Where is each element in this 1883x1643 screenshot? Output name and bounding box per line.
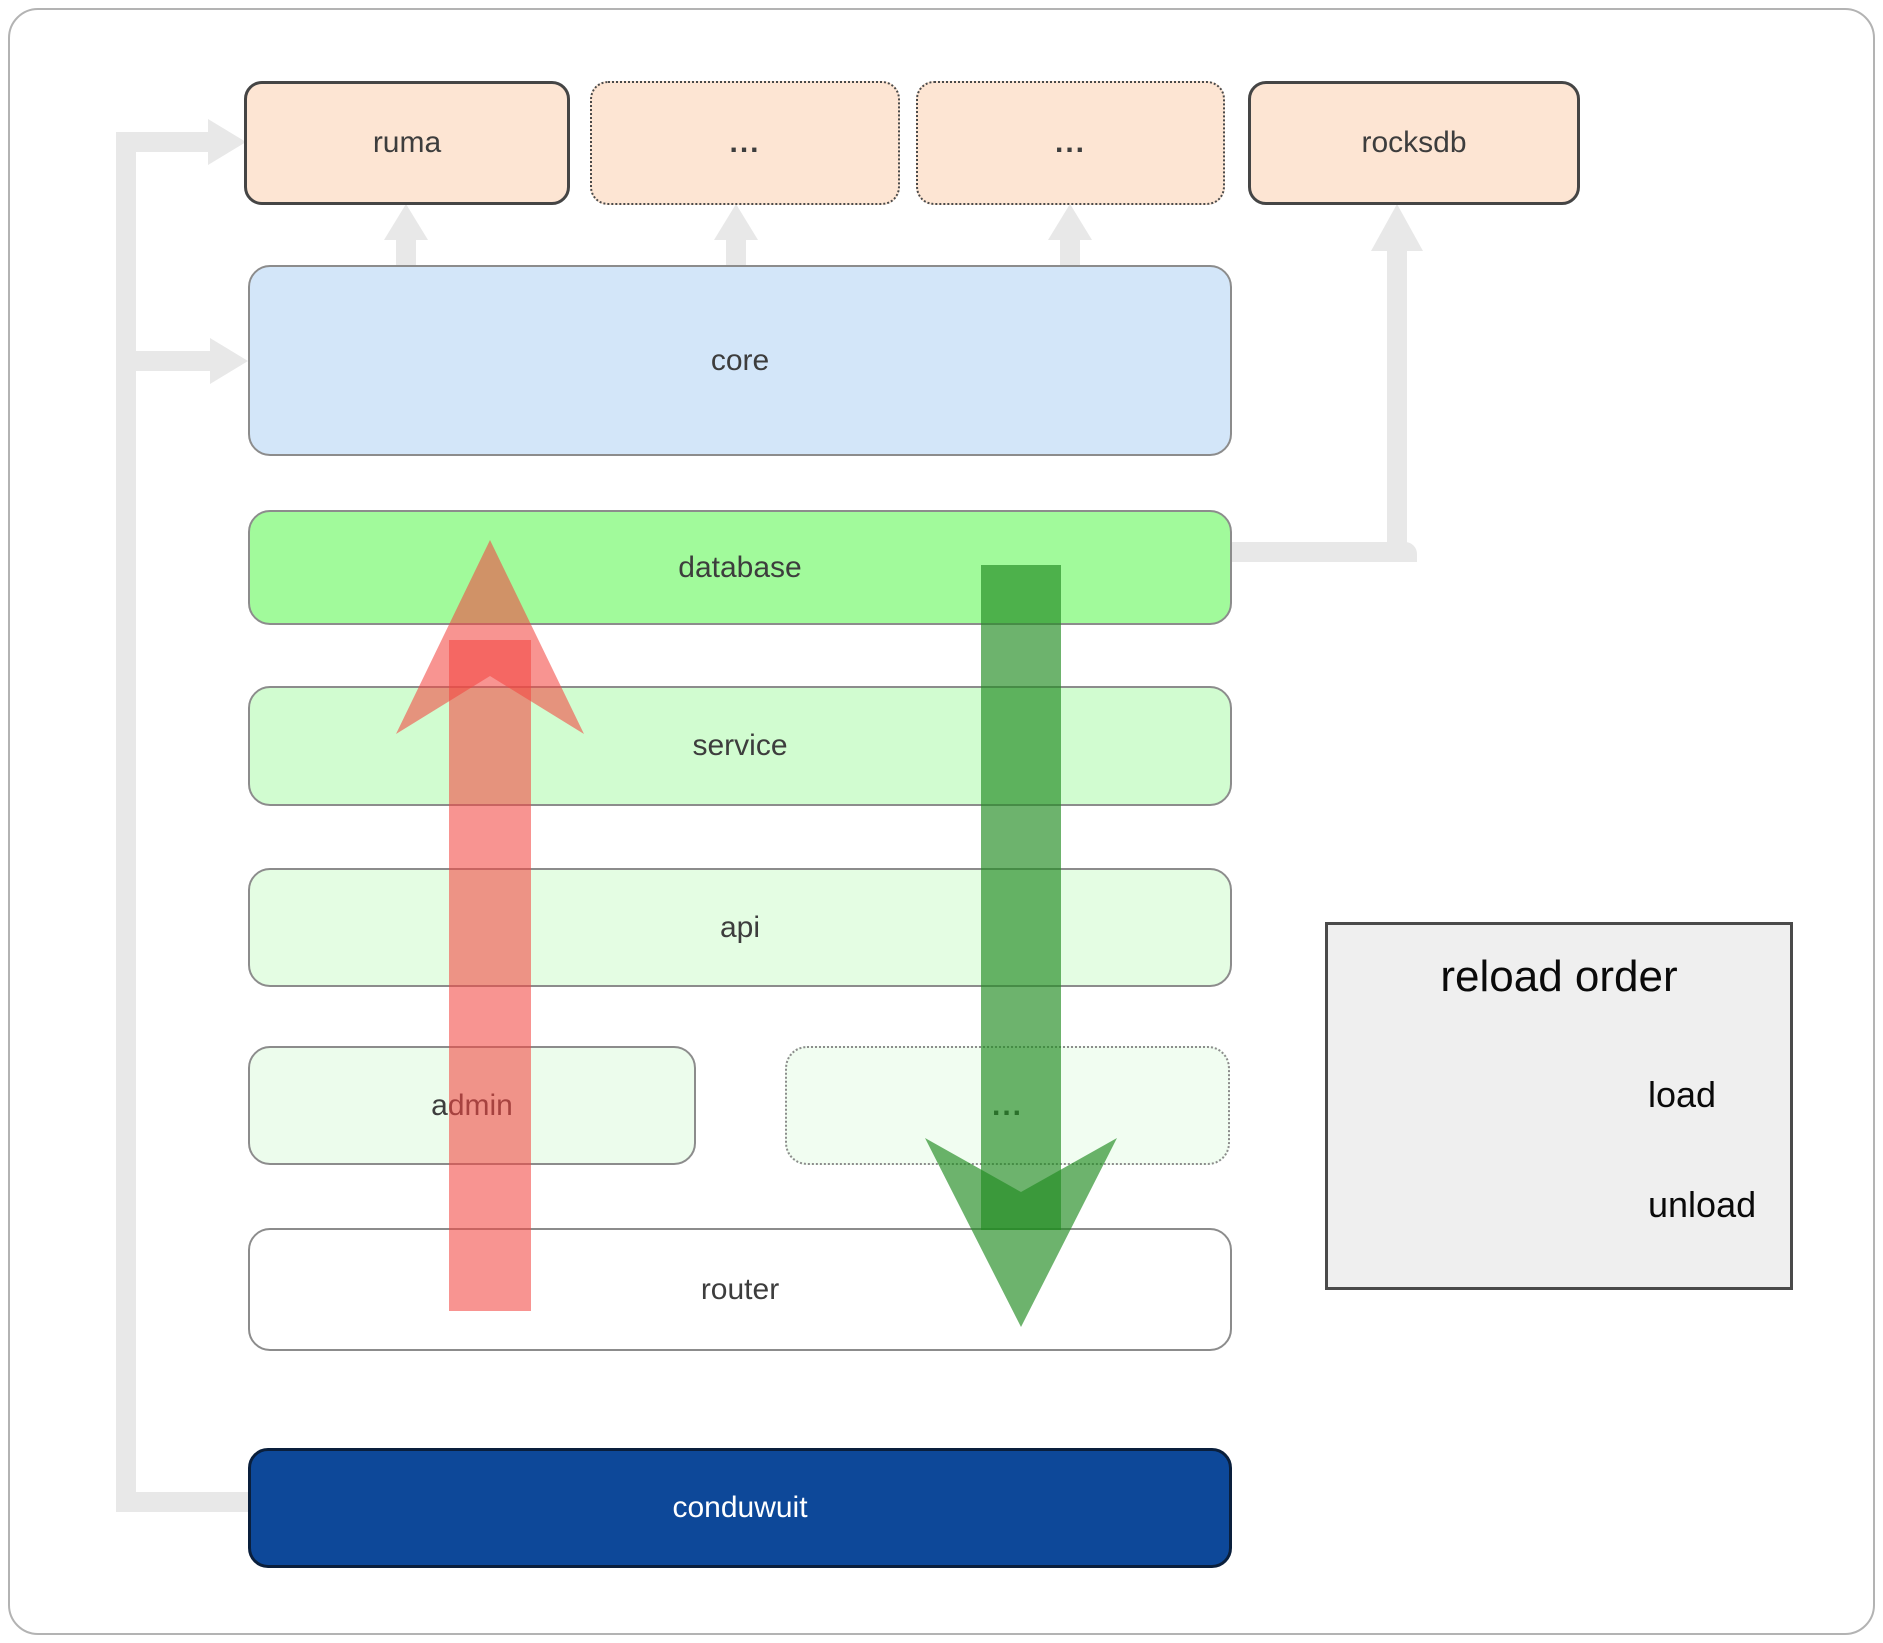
arrowhead-into-ruma-icon — [208, 119, 246, 165]
node-ellipsis-2: ... — [916, 81, 1225, 205]
node-ellipsis-2-label: ... — [1054, 126, 1086, 159]
node-service-label: service — [692, 729, 788, 762]
arrowhead-into-rocksdb-icon — [1371, 204, 1423, 251]
connector-left-vertical-line — [116, 132, 136, 1512]
node-ellipsis-1: ... — [590, 81, 900, 205]
node-rocksdb: rocksdb — [1248, 81, 1580, 205]
node-router-label: router — [700, 1272, 780, 1306]
arrowhead-up-ellipsis2-icon — [1048, 204, 1092, 240]
node-conduwuit: conduwuit — [248, 1448, 1232, 1568]
connector-core-to-ellipsis1 — [726, 240, 746, 268]
node-database: database — [248, 510, 1232, 625]
node-database-label: database — [678, 550, 802, 584]
legend-unload-label: unload — [1648, 1184, 1757, 1225]
legend-box — [1325, 922, 1793, 1290]
connector-database-horizontal — [1232, 542, 1417, 562]
page-border — [8, 8, 1875, 1635]
node-core: core — [248, 265, 1232, 456]
connector-core-to-ellipsis2 — [1060, 240, 1080, 268]
node-router: router — [248, 1228, 1232, 1351]
legend-title: reload order — [1440, 952, 1678, 1001]
unload-arrow-icon — [396, 540, 584, 1311]
node-ruma-label: ruma — [372, 126, 442, 159]
node-ellipsis-1-label: ... — [729, 126, 761, 159]
arrowhead-up-ellipsis1-icon — [714, 204, 758, 240]
connector-core-to-ruma — [396, 240, 416, 268]
legend-load-label: load — [1648, 1074, 1717, 1115]
node-api-label: api — [719, 910, 761, 944]
node-core-label: core — [710, 343, 770, 377]
connector-rocksdb-vertical — [1387, 251, 1407, 562]
load-arrow-icon — [925, 565, 1117, 1327]
node-api: api — [248, 868, 1232, 987]
connector-arm-to-ruma — [116, 132, 208, 152]
node-ruma: ruma — [244, 81, 570, 205]
connector-arm-to-core — [116, 351, 210, 371]
node-conduwuit-label: conduwuit — [672, 1491, 808, 1524]
arrowhead-into-core-icon — [210, 338, 248, 384]
connector-arm-from-conduwuit — [116, 1492, 256, 1512]
arrowhead-up-ruma-icon — [384, 204, 428, 240]
node-rocksdb-label: rocksdb — [1361, 126, 1467, 159]
